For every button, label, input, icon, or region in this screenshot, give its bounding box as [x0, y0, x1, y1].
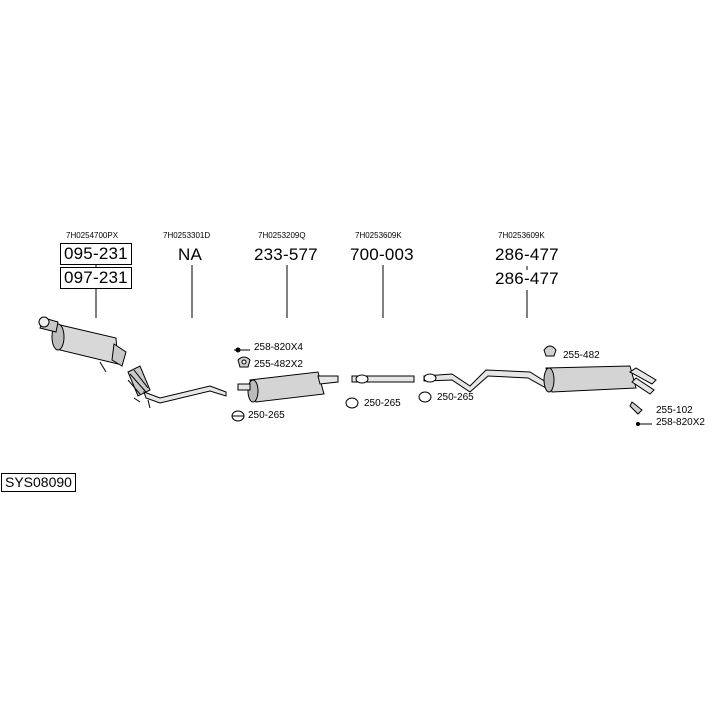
- rear-silencer-drawing: [423, 345, 657, 426]
- fitting-label-7[interactable]: 255-102: [656, 405, 693, 416]
- oem-code-dpf: 7H0254700PX: [66, 231, 119, 240]
- fitting-label-1[interactable]: 258-820X4: [254, 342, 303, 353]
- part-number-rear-silencer-2[interactable]: 286-477: [495, 269, 559, 288]
- oem-code-rear-silencer: 7H0253609K: [498, 231, 545, 240]
- oem-code-front-pipe: 7H0253301D: [163, 231, 211, 240]
- oem-code-middle-silencer: 7H0253209Q: [258, 231, 306, 240]
- fitting-label-5[interactable]: 250-265: [437, 392, 474, 403]
- leader-lines: [95, 264, 528, 318]
- diagram-id-label: SYS08090: [1, 473, 76, 492]
- intermediate-pipe-drawing: [351, 374, 415, 384]
- part-number-rear-silencer-1[interactable]: 286-477: [495, 245, 559, 264]
- fitting-label-3[interactable]: 250-265: [248, 410, 285, 421]
- oem-code-intermediate-pipe: 7H0253609K: [355, 231, 402, 240]
- fittings-middle: [231, 347, 432, 422]
- middle-silencer-drawing: [237, 371, 339, 403]
- part-number-middle-silencer[interactable]: 233-577: [254, 245, 318, 264]
- part-number-front-pipe[interactable]: NA: [178, 245, 203, 264]
- fitting-label-4[interactable]: 250-265: [364, 398, 401, 409]
- fitting-label-2[interactable]: 255-482X2: [254, 359, 303, 370]
- fitting-label-6[interactable]: 255-482: [563, 350, 600, 361]
- dpf-drawing: [38, 316, 127, 373]
- part-number-intermediate-pipe[interactable]: 700-003: [350, 245, 414, 264]
- fitting-label-8[interactable]: 258-820X2: [656, 417, 705, 428]
- front-pipe-drawing: [127, 365, 227, 409]
